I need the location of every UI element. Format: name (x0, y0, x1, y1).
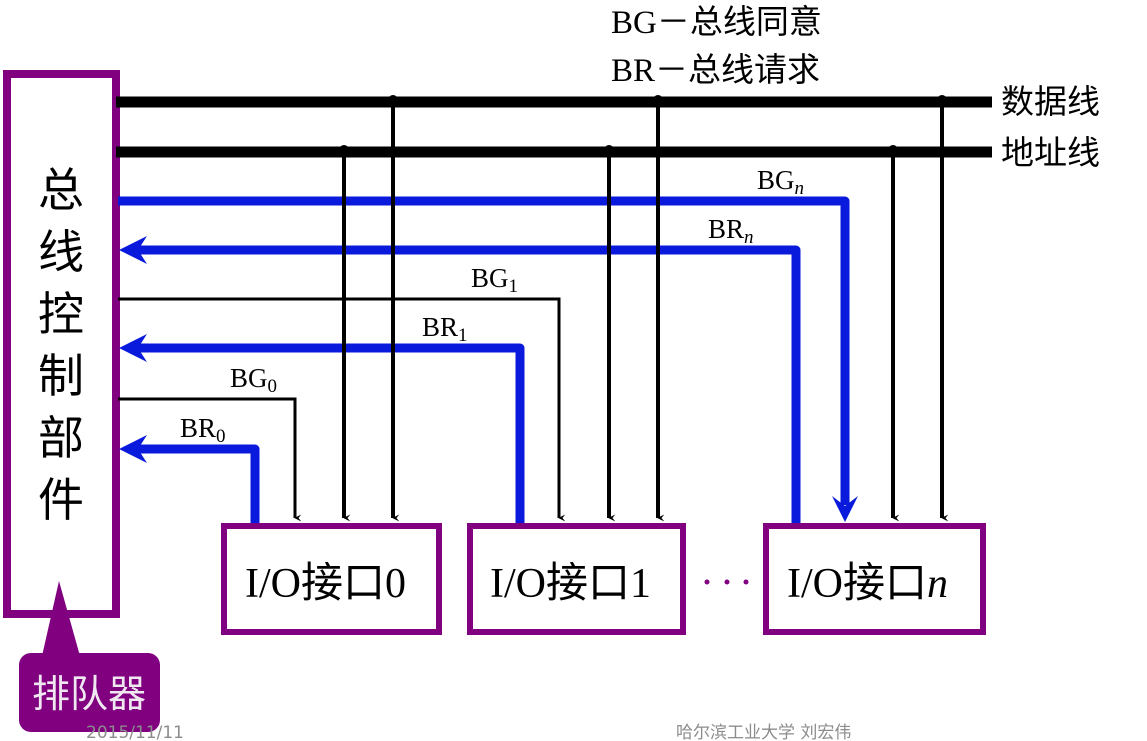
io-interface-box (467, 523, 686, 635)
io-label-prefix: I/O接口 (787, 561, 927, 607)
signal-subscript: 0 (216, 426, 226, 447)
controller-char: 总 (38, 165, 84, 216)
io-label-index: n (927, 561, 948, 607)
bus-taps (339, 95, 949, 522)
io-interface-0: I/O接口0 (221, 523, 442, 635)
io-label-prefix: I/O接口 (490, 561, 630, 607)
bg0-line (118, 397, 302, 522)
signal-main: BR (708, 214, 744, 244)
signal-label-br1: BR1 (422, 312, 468, 346)
bg1-line (118, 297, 566, 522)
queue-callout: 排队器 (19, 581, 160, 732)
signal-subscript: n (795, 178, 805, 199)
br1-arrowhead (119, 334, 147, 362)
queue-label: 排队器 (32, 672, 146, 716)
signal-label-bgn: BGn (757, 165, 804, 199)
io-interface-box (763, 523, 986, 635)
br1-line (119, 334, 525, 523)
controller-char: 线 (38, 227, 84, 278)
signal-subscript: n (744, 227, 754, 248)
controller-char: 控 (38, 289, 84, 340)
address-bus-label: 地址线 (1001, 135, 1100, 172)
footer-author: 哈尔滨工业大学 刘宏伟 (676, 723, 851, 741)
brn-line (119, 236, 801, 523)
io-interface-label: I/O接口0 (245, 561, 406, 607)
ellipsis-dot (724, 579, 730, 585)
io-interface-n: I/O接口n (763, 523, 986, 635)
io-label-index: 0 (385, 561, 406, 607)
signal-main: BR (422, 312, 458, 342)
ellipsis-dots (704, 579, 749, 585)
signal-main: BG (230, 363, 268, 393)
signal-subscript: 1 (458, 325, 468, 346)
signal-label-bg0: BG0 (230, 363, 277, 397)
legend-br: BR－总线请求 (611, 52, 820, 89)
signal-main: BG (757, 165, 795, 195)
signal-subscript: 0 (268, 376, 278, 397)
signal-subscript: 1 (509, 276, 519, 297)
io-interface-label: I/O接口n (787, 561, 948, 607)
br0-arrowhead (119, 435, 147, 463)
bgn-line (118, 196, 858, 522)
io-interface-box (221, 523, 442, 635)
controller-char: 件 (38, 475, 84, 526)
ellipsis-dot (704, 579, 710, 585)
signal-label-brn: BRn (708, 214, 754, 248)
signal-label-br0: BR0 (180, 413, 226, 447)
bus-controller: 总 线 控 制 部 件 (3, 70, 120, 618)
io-interface-1: I/O接口1 (467, 523, 686, 635)
bus-controller-box (3, 70, 120, 618)
data-bus-label: 数据线 (1001, 84, 1100, 121)
signal-label-bg1: BG1 (471, 263, 518, 297)
io-label-index: 1 (630, 561, 651, 607)
callout-pointer (42, 581, 80, 656)
io-interface-label: I/O接口1 (490, 561, 651, 607)
controller-char: 制 (38, 351, 84, 402)
legend-bg: BG－总线同意 (611, 4, 822, 41)
controller-char: 部 (38, 413, 84, 464)
signal-main: BR (180, 413, 216, 443)
callout-box (19, 653, 160, 732)
ellipsis-dot (743, 579, 749, 585)
signal-main: BG (471, 263, 509, 293)
footer-date: 2015/11/11 (86, 723, 184, 741)
io-label-prefix: I/O接口 (245, 561, 385, 607)
bgn-arrowhead (832, 496, 858, 522)
br0-line (119, 435, 260, 523)
brn-arrowhead (119, 236, 147, 264)
